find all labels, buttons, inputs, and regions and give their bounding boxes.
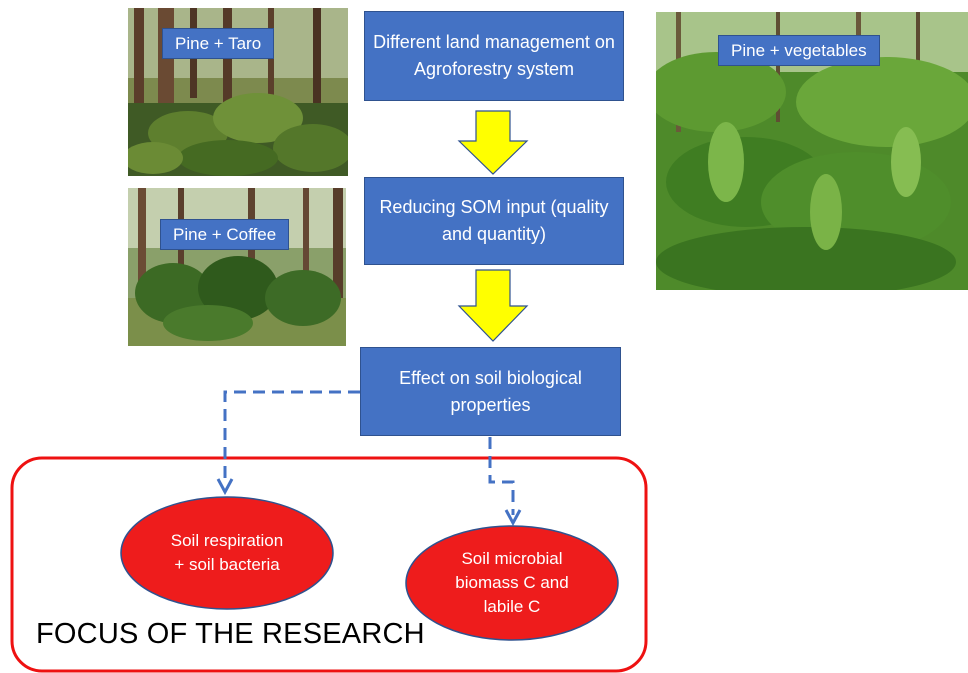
flow-box-soil-biological-text: Effect on soil biological properties <box>399 367 582 415</box>
photo-pine-vegetables: Pine + vegetables <box>656 12 968 290</box>
arrowhead-left <box>216 478 234 496</box>
flow-box-soil-biological: Effect on soil biological properties <box>360 347 621 436</box>
photo-pine-coffee: Pine + Coffee <box>128 188 346 346</box>
ellipse-microbial-biomass <box>405 525 619 641</box>
focus-frame <box>10 456 648 673</box>
photo-label-pine-taro: Pine + Taro <box>162 28 275 59</box>
photo-label-pine-coffee: Pine + Coffee <box>160 219 290 250</box>
ellipse-soil-respiration-text: Soil respiration + soil bacteria <box>170 531 284 574</box>
dashed-connector-left <box>223 390 360 482</box>
focus-label: FOCUS OF THE RESEARCH <box>36 618 425 650</box>
photo-label-pine-vegetables: Pine + vegetables <box>718 35 880 66</box>
flow-box-land-management-text: Different land management on Agroforestr… <box>373 32 615 79</box>
flow-box-reducing-som: Reducing SOM input (quality and quantity… <box>364 177 624 265</box>
photo-pine-taro: Pine + Taro <box>128 8 348 176</box>
ellipse-microbial-biomass-text: Soil microbial biomass C and labile C <box>455 549 569 616</box>
flow-box-reducing-som-text: Reducing SOM input (quality and quantity… <box>379 197 609 244</box>
down-arrow-1 <box>457 110 529 175</box>
flow-box-land-management: Different land management on Agroforestr… <box>364 11 624 101</box>
dashed-connector-right <box>488 437 515 515</box>
down-arrow-2 <box>457 269 529 342</box>
ellipse-soil-respiration <box>120 496 334 610</box>
arrowhead-right <box>504 509 522 527</box>
